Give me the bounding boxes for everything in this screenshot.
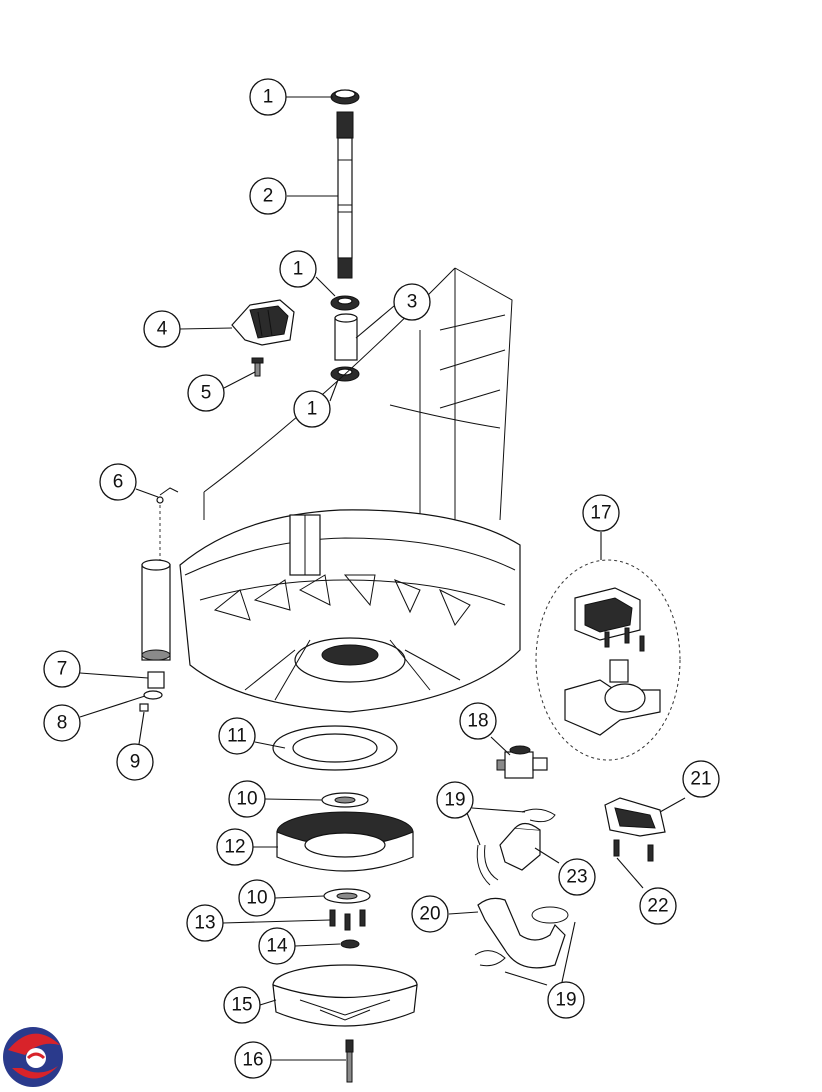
callout-12: 12	[216, 828, 254, 866]
svg-text:11: 11	[227, 726, 247, 747]
svg-text:14: 14	[266, 936, 288, 957]
tub-base	[179, 509, 521, 713]
svg-text:18: 18	[467, 711, 488, 732]
svg-text:2: 2	[263, 186, 274, 207]
svg-text:7: 7	[57, 659, 68, 680]
callout-1-top: 1	[249, 78, 287, 116]
callout-7: 7	[43, 650, 81, 688]
callout-17: 17	[582, 494, 620, 532]
svg-text:23: 23	[566, 867, 587, 888]
svg-text:8: 8	[57, 713, 68, 734]
svg-text:4: 4	[157, 319, 168, 340]
callout-16: 16	[234, 1041, 272, 1079]
svg-text:1: 1	[263, 87, 274, 108]
callout-1-middle: 1	[279, 250, 317, 288]
svg-text:21: 21	[690, 769, 711, 790]
svg-text:3: 3	[407, 292, 418, 313]
svg-text:17: 17	[590, 503, 611, 524]
svg-text:13: 13	[194, 913, 215, 934]
svg-text:6: 6	[113, 472, 124, 493]
svg-text:1: 1	[307, 399, 318, 420]
svg-text:12: 12	[224, 837, 245, 858]
drive-shaft-assembly	[330, 89, 360, 382]
callout-19-top: 19	[436, 781, 474, 819]
svg-text:5: 5	[201, 383, 212, 404]
callout-4: 4	[143, 310, 181, 348]
callout-8: 8	[43, 704, 81, 742]
hose-parts	[474, 808, 569, 969]
svg-text:9: 9	[130, 752, 141, 773]
callout-22: 22	[639, 887, 677, 925]
lower-stack	[272, 725, 418, 1083]
callout-11: 11	[218, 717, 256, 755]
svg-text:10: 10	[236, 789, 257, 810]
svg-text:1: 1	[293, 259, 304, 280]
callout-9: 9	[116, 743, 154, 781]
callout-2: 2	[249, 177, 287, 215]
callout-19-bottom: 19	[547, 981, 585, 1019]
callout-18: 18	[459, 702, 497, 740]
svg-text:10: 10	[246, 888, 267, 909]
callout-3: 3	[393, 283, 431, 321]
right-bracket	[604, 797, 666, 862]
callout-23: 23	[558, 858, 596, 896]
svg-text:16: 16	[242, 1050, 263, 1071]
callout-10-top: 10	[228, 780, 266, 818]
callouts: 1 2 1 3 4 5 1 6 7 8 9 11 10 12 10 13 14 …	[43, 78, 720, 1079]
callout-14: 14	[258, 927, 296, 965]
svg-text:19: 19	[444, 790, 465, 811]
callout-13: 13	[186, 904, 224, 942]
pump-assembly	[535, 559, 681, 761]
callout-10-bottom: 10	[238, 879, 276, 917]
callout-20: 20	[411, 895, 449, 933]
svg-text:22: 22	[647, 896, 668, 917]
outer-tub	[203, 267, 513, 521]
callout-6: 6	[99, 463, 137, 501]
brand-logo-icon	[3, 1027, 63, 1087]
leader-lines	[79, 96, 686, 1061]
callout-5: 5	[187, 374, 225, 412]
callout-1-bottom: 1	[293, 390, 331, 428]
svg-text:20: 20	[419, 904, 440, 925]
filter-tube	[139, 487, 179, 712]
callout-15: 15	[223, 986, 261, 1024]
bracket-part	[231, 299, 295, 377]
svg-text:15: 15	[231, 995, 252, 1016]
callout-21: 21	[682, 760, 720, 798]
valve-part	[496, 745, 548, 779]
svg-text:19: 19	[555, 990, 576, 1011]
